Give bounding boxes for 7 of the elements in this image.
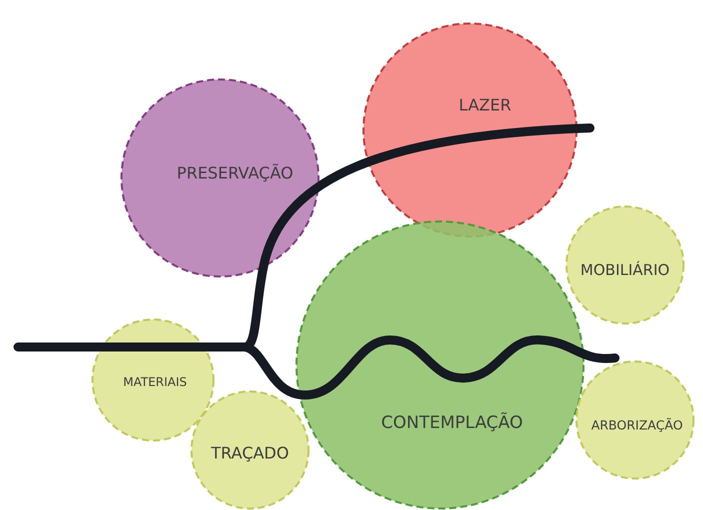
bubble-label: LAZER xyxy=(458,96,512,114)
bubble-label: MOBILIÁRIO xyxy=(580,261,670,279)
bubble-label: MATERIAIS xyxy=(123,375,187,389)
bubble-label: ARBORIZAÇÃO xyxy=(591,418,683,432)
bubble-label: PRESERVAÇÃO xyxy=(176,164,294,182)
bubble-label: CONTEMPLAÇÃO xyxy=(381,413,523,433)
bubble-label: TRAÇADO xyxy=(211,444,289,462)
